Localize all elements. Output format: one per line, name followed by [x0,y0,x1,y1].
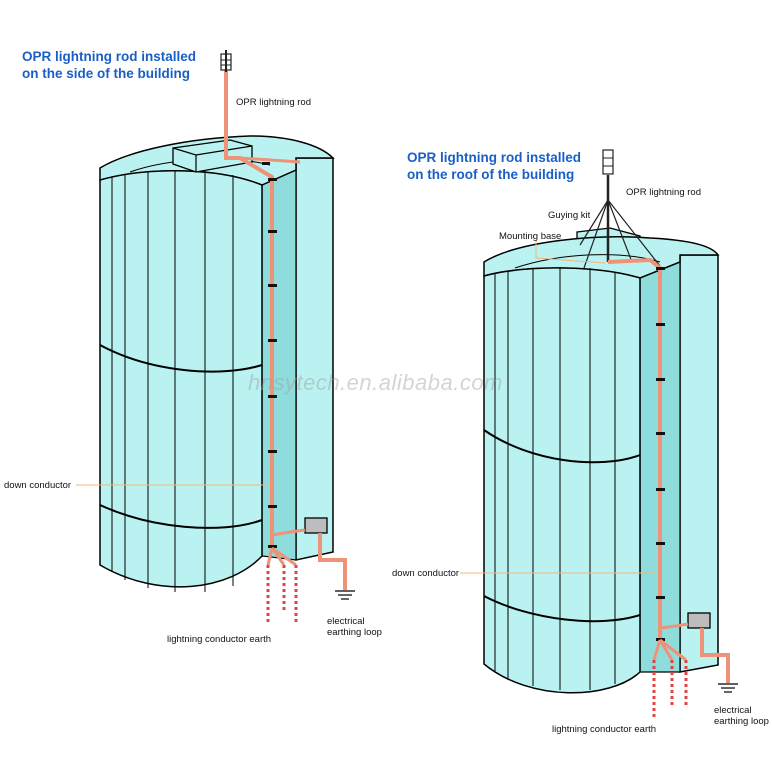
left-earthing-loop-label: electrical earthing loop [327,616,382,638]
left-rod-label: OPR lightning rod [236,97,311,108]
right-diagram-title: OPR lightning rod installed on the roof … [407,149,581,183]
right-rod-label: OPR lightning rod [626,187,701,198]
right-building [460,149,738,718]
right-down-conductor-label: down conductor [392,568,460,579]
guying-kit-label: Guying kit [548,210,591,221]
left-down-conductor-label: down conductor [4,480,72,491]
left-earthing-loop-line1: electrical [327,616,365,627]
right-title-line1: OPR lightning rod installed [407,150,581,165]
mounting-base-label: Mounting base [499,231,562,242]
left-earth-label: lightning conductor earth [167,634,272,645]
right-earthing-loop-line1: electrical [714,705,752,716]
left-title-line2: on the side of the building [22,66,190,81]
right-earthing-loop-label: electrical earthing loop [714,705,769,727]
left-building [76,50,355,625]
watermark: hnsytech.en.alibaba.com [248,370,503,395]
left-diagram-title: OPR lightning rod installed on the side … [22,48,196,82]
right-earth-label: lightning conductor earth [552,724,657,735]
right-title-line2: on the roof of the building [407,167,575,182]
left-earthing-loop-line2: earthing loop [327,627,382,638]
left-title-line1: OPR lightning rod installed [22,49,196,64]
right-earthing-loop-line2: earthing loop [714,716,769,727]
